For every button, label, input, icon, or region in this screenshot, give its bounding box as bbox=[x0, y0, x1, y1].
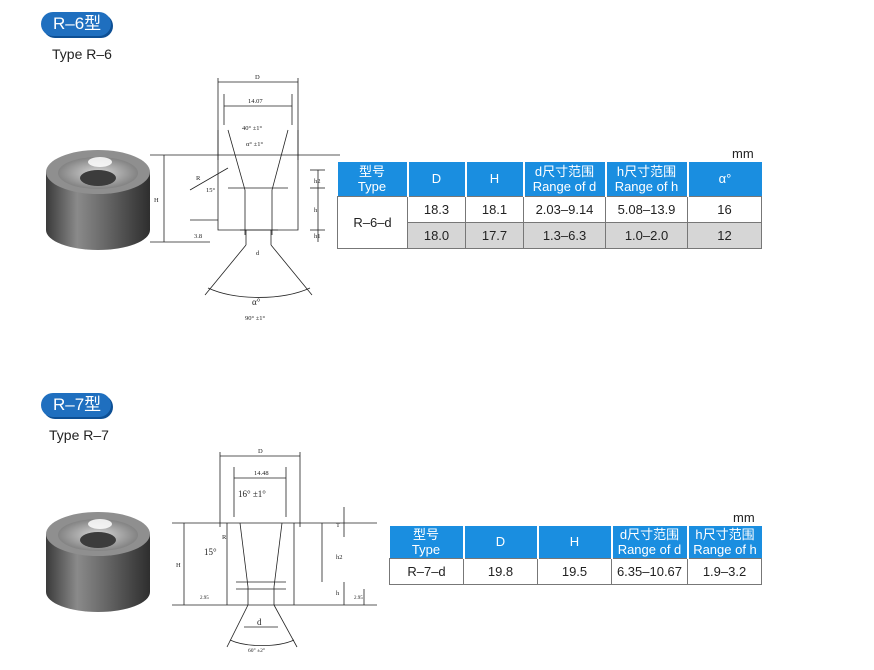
cell: 18.3 bbox=[407, 195, 466, 223]
technical-drawing-r7: D 14.48 16° ±1° R 15° H T h2 h 2.95 2.95… bbox=[172, 448, 377, 654]
cell: 17.7 bbox=[465, 221, 524, 249]
cell: 1.9–3.2 bbox=[687, 557, 762, 585]
unit-label-r6: mm bbox=[732, 146, 754, 161]
cell: 12 bbox=[687, 221, 762, 249]
header-D: D bbox=[463, 526, 539, 558]
dim-s2: 2.95 bbox=[354, 596, 363, 601]
cell: 19.8 bbox=[463, 557, 538, 585]
table-row: R–7–d 19.8 19.5 6.35–10.67 1.9–3.2 bbox=[389, 557, 762, 585]
section-subtitle-r6: Type R–6 bbox=[52, 46, 112, 62]
section-title-text: R–6型 bbox=[53, 14, 102, 33]
dim-R: R bbox=[222, 534, 227, 541]
dim-H: H bbox=[154, 197, 159, 204]
header-D: D bbox=[407, 162, 467, 196]
dim-15: 15° bbox=[206, 187, 216, 194]
header-H: H bbox=[537, 526, 613, 558]
dim-angle2: α° ±1° bbox=[246, 141, 263, 148]
dim-s: 2.95 bbox=[200, 596, 209, 601]
dim-s: 3.8 bbox=[194, 233, 202, 240]
dim-h2: h2 bbox=[336, 554, 343, 561]
cell: 6.35–10.67 bbox=[611, 557, 688, 585]
cell-type: R–6–d bbox=[337, 195, 408, 249]
dim-D: D bbox=[258, 448, 263, 455]
cell: 5.08–13.9 bbox=[605, 195, 688, 223]
cell: 19.5 bbox=[537, 557, 612, 585]
dim-D: D bbox=[255, 74, 260, 81]
dim-bottom: 60° ±2° bbox=[248, 647, 265, 654]
cell: 2.03–9.14 bbox=[523, 195, 606, 223]
product-image-r6 bbox=[46, 150, 150, 250]
cell: 16 bbox=[687, 195, 762, 223]
header-alpha: α° bbox=[687, 162, 762, 196]
product-image-r7 bbox=[46, 512, 150, 612]
dim-R: R bbox=[196, 175, 201, 182]
cell: 18.0 bbox=[407, 221, 466, 249]
dim-h: h bbox=[314, 207, 318, 214]
dim-h: h bbox=[336, 590, 340, 597]
table-row: 18.0 17.7 1.3–6.3 1.0–2.0 12 bbox=[338, 221, 762, 249]
dim-15: 15° bbox=[204, 547, 217, 557]
dim-angle1: 40° ±1° bbox=[242, 125, 263, 132]
cell-type: R–7–d bbox=[389, 557, 464, 585]
section-title-text: R–7型 bbox=[53, 395, 102, 414]
header-H: H bbox=[465, 162, 525, 196]
section-subtitle-r7: Type R–7 bbox=[49, 427, 109, 443]
section-title-r7: R–7型 bbox=[41, 393, 112, 417]
cell: 1.3–6.3 bbox=[523, 221, 606, 249]
dim-angle1: 16° ±1° bbox=[238, 489, 266, 499]
dim-top: 14.48 bbox=[254, 470, 269, 477]
cell: 18.1 bbox=[465, 195, 524, 223]
dim-h1: h1 bbox=[314, 233, 321, 240]
dim-d: d bbox=[256, 250, 260, 257]
dim-h2: h2 bbox=[314, 178, 321, 185]
technical-drawing-r6: D 14.07 40° ±1° α° ±1° R 15° H h2 h h1 3… bbox=[150, 74, 340, 322]
dim-bottom: 90° ±1° bbox=[245, 315, 266, 322]
cell: 1.0–2.0 bbox=[605, 221, 688, 249]
dim-T: T bbox=[336, 522, 340, 529]
table-row: R–6–d 18.3 18.1 2.03–9.14 5.08–13.9 16 bbox=[337, 195, 762, 249]
section-title-r6: R–6型 bbox=[41, 12, 112, 36]
dim-H: H bbox=[176, 562, 181, 569]
dim-alpha: α° bbox=[252, 297, 261, 307]
dim-d: d bbox=[257, 617, 262, 627]
unit-label-r7: mm bbox=[733, 510, 755, 525]
dim-top: 14.07 bbox=[248, 98, 263, 105]
